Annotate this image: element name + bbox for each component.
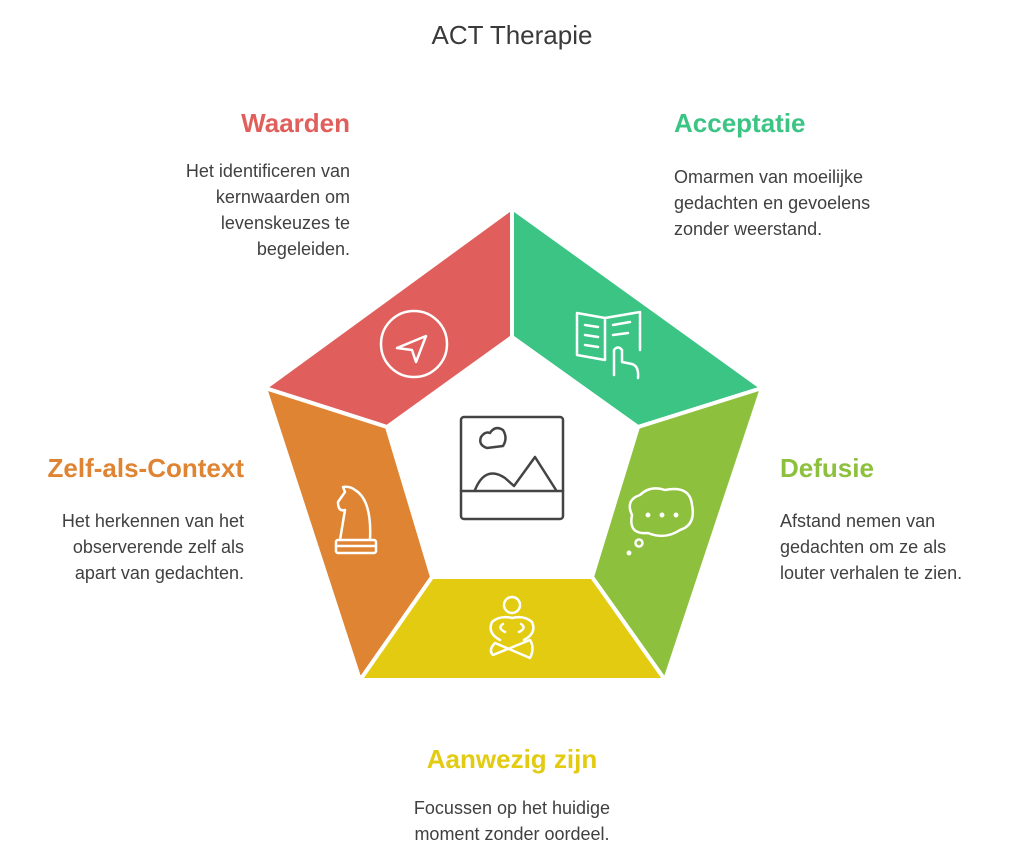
desc-line: Focussen op het huidige [413,798,611,818]
chess-knight-icon [334,485,378,555]
navigation-icon [379,309,449,379]
desc-defusie: Afstand nemen van gedachten om ze als lo… [780,508,1020,586]
heading-aanwezig-zijn: Aanwezig zijn [426,744,598,774]
heading-waarden: Waarden [241,108,350,138]
image-icon [459,415,565,521]
heading-acceptatie: Acceptatie [674,108,806,138]
heading-defusie: Defusie [780,453,874,483]
desc-line: Omarmen van moeilijke [674,167,864,187]
desc-line: kernwaarden om [215,187,350,207]
desc-line: levenskeuzes te [220,213,350,233]
desc-line: zonder weerstand. [674,219,823,239]
desc-line: apart van gedachten. [74,563,244,583]
desc-line: begeleiden. [256,239,350,259]
desc-line: gedachten om ze als [780,537,947,557]
desc-line: Het herkennen van het [61,511,244,531]
meditation-icon [489,595,535,660]
desc-line: moment zonder oordeel. [414,824,610,844]
diagram-title: ACT Therapie [431,20,593,50]
desc-line: Afstand nemen van [780,511,936,531]
segment-zelf [263,386,434,682]
desc-aanwezig-zijn: Focussen op het huidige moment zonder oo… [312,795,712,847]
desc-line: Het identificeren van [185,161,350,181]
desc-acceptatie: Omarmen van moeilijke gedachten en gevoe… [674,164,974,242]
desc-line: observerende zelf als [72,537,244,557]
thought-bubble-icon [626,487,694,556]
desc-waarden: Het identificeren van kernwaarden om lev… [100,158,350,262]
desc-zelf-als-context: Het herkennen van het observerende zelf … [0,508,244,586]
heading-zelf-als-context: Zelf-als-Context [47,453,244,483]
book-icon [575,310,642,380]
desc-line: gedachten en gevoelens [674,193,871,213]
desc-line: louter verhalen te zien. [780,563,963,583]
